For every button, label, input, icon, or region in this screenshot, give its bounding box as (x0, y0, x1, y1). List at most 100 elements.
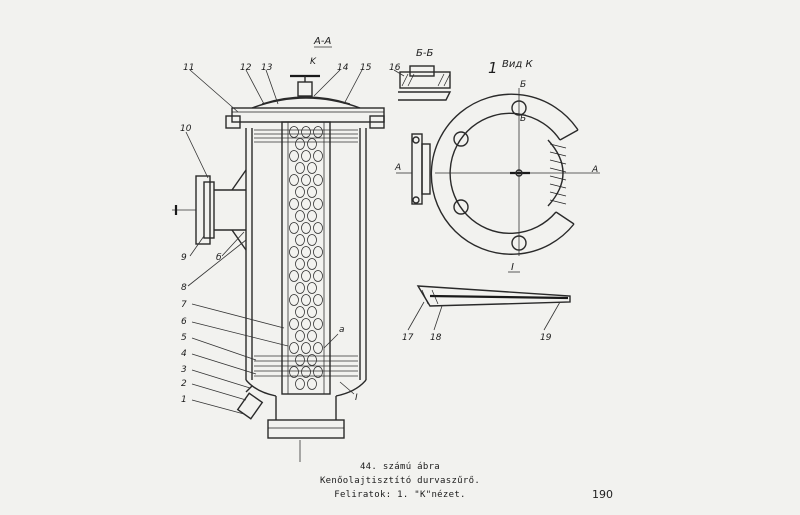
part-2: 2 (181, 379, 187, 389)
perforation-hole (295, 330, 305, 342)
part-3: 3 (181, 365, 187, 375)
part-11: 11 (183, 63, 194, 73)
perforation-hole (301, 174, 311, 186)
perforation-hole (307, 354, 317, 366)
view-mark-b-top: Б (520, 80, 526, 90)
perforation-hole (301, 150, 311, 162)
perforation-hole (313, 222, 323, 234)
callout-i: I (355, 393, 358, 403)
part-18: 18 (430, 333, 442, 343)
perforation-hole (307, 234, 317, 246)
part-19: 19 (540, 333, 552, 343)
perforation-hole (313, 270, 323, 282)
perforation-hole (289, 366, 299, 378)
perforation-hole (301, 222, 311, 234)
perforation-hole (295, 258, 305, 270)
detail-bb (398, 65, 452, 101)
perforation-hole (295, 282, 305, 294)
perforation-hole (289, 342, 299, 354)
perforation-hole (301, 198, 311, 210)
perforation-hole (313, 342, 323, 354)
part-8: 8 (181, 283, 187, 293)
perforation-hole (301, 366, 311, 378)
perforation-hole (289, 270, 299, 282)
perforation-hole (295, 210, 305, 222)
caption-line-2: Kenőolajtisztító durvaszűrő. (319, 476, 481, 486)
ribbed-zone-top (254, 129, 358, 143)
perforation-hole (301, 342, 311, 354)
ribbed-zone-bottom (254, 355, 358, 377)
part-4: 4 (181, 349, 187, 359)
part-13: 13 (261, 63, 273, 73)
perforation-hole (301, 246, 311, 258)
filter-housing (225, 74, 385, 462)
perforation-hole (295, 378, 305, 390)
section-label-bb: Б-Б (416, 48, 433, 59)
section-hatch-line (549, 143, 567, 149)
perforation-hole (289, 150, 299, 162)
perforation-hole (313, 150, 323, 162)
perforation-hole (289, 294, 299, 306)
leader-lines (185, 69, 561, 415)
section-hatch-line (549, 183, 567, 189)
detail-label-i: I (511, 262, 514, 273)
perforation-hole (289, 174, 299, 186)
part-16: 16 (389, 63, 401, 73)
perforation-hole (307, 306, 317, 318)
side-inlet-nozzle (172, 169, 247, 251)
perforation-hole (289, 246, 299, 258)
view-number: 1 (488, 59, 498, 77)
caption-line-3: Feliratok: 1. "K"nézet. (334, 490, 466, 500)
perforation-hole (295, 162, 305, 174)
section-hatch-line (549, 191, 567, 197)
part-14: 14 (337, 63, 349, 73)
view-mark-a-right: A (591, 165, 598, 175)
part-9: 9 (181, 253, 187, 263)
perforation-hole (307, 162, 317, 174)
part-5: 5 (181, 333, 187, 343)
perforation-hole (295, 234, 305, 246)
perforated-filter-element (281, 121, 331, 395)
perforation-hole (289, 198, 299, 210)
caption-line-1: 44. számú ábra (359, 462, 441, 472)
perforation-hole (295, 354, 305, 366)
perforation-hole (313, 366, 323, 378)
perforation-hole (301, 126, 311, 138)
view-mark-b-mid: Б (520, 114, 526, 124)
perforation-hole (289, 126, 299, 138)
view-mark-a-left: A (394, 163, 401, 173)
part-1: 1 (181, 395, 187, 405)
part-10: 10 (180, 124, 192, 134)
perforation-hole (289, 222, 299, 234)
perforation-hole (313, 198, 323, 210)
part-17: 17 (402, 333, 414, 343)
perforation-hole (313, 126, 323, 138)
section-hatch-line (549, 199, 567, 205)
perforation-hole (307, 282, 317, 294)
callout-a: а (339, 325, 345, 335)
detail-i-wedge (416, 271, 571, 307)
perforation-hole (313, 174, 323, 186)
view-k-flange (396, 88, 600, 256)
callout-b: б (216, 253, 222, 263)
perforation-hole (313, 318, 323, 330)
part-6: 6 (181, 317, 187, 327)
perforation-hole (301, 318, 311, 330)
section-label-aa: A-A (313, 36, 331, 47)
perforation-hole (307, 378, 317, 390)
perforation-hole (307, 258, 317, 270)
perforation-hole (313, 246, 323, 258)
part-7: 7 (181, 300, 187, 310)
page-number: 190 (592, 488, 613, 501)
part-15: 15 (360, 63, 372, 73)
k-marker: K (310, 57, 317, 67)
perforation-hole (307, 330, 317, 342)
section-hatch-line (549, 151, 567, 157)
perforation-hole (295, 306, 305, 318)
section-hatch-line (549, 167, 567, 173)
part-12: 12 (240, 63, 252, 73)
section-hatch-line (549, 175, 567, 181)
perforation-hole (313, 294, 323, 306)
